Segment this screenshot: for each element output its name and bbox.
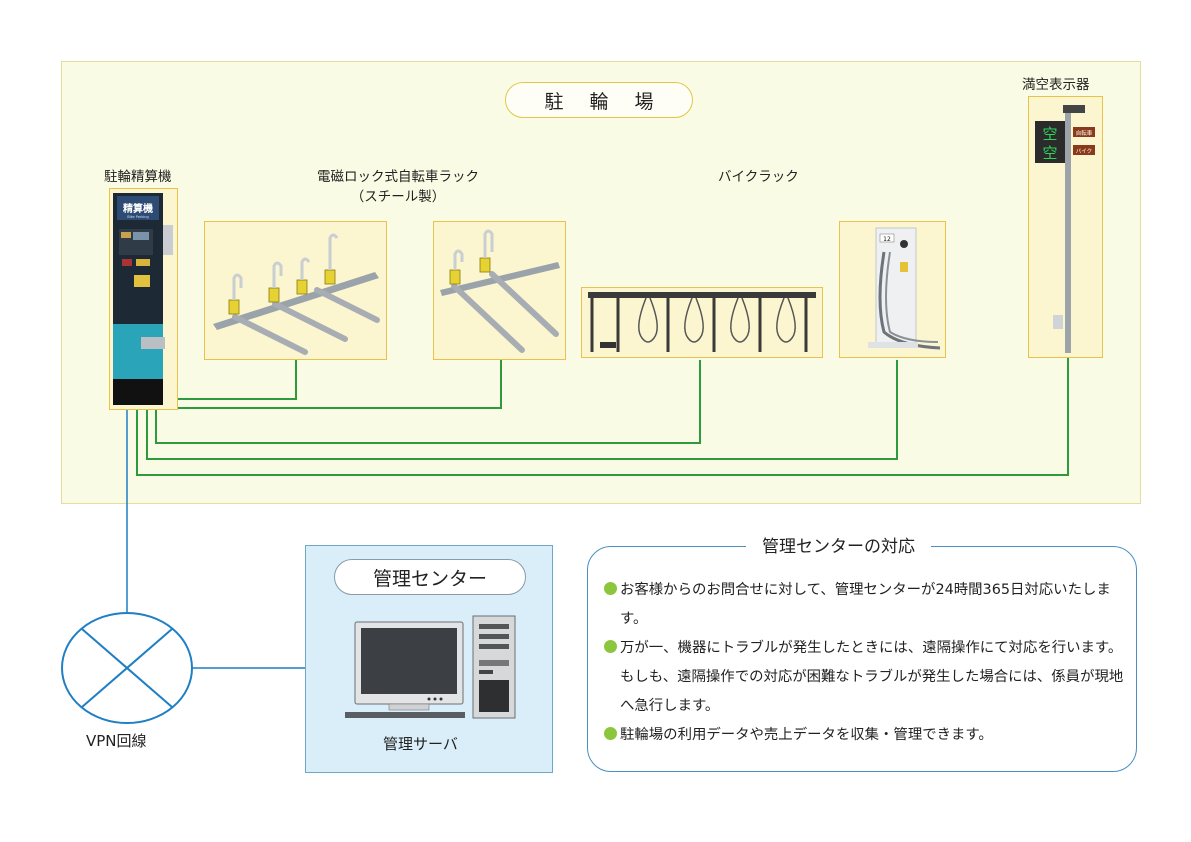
electromagnetic-rack-label: 電磁ロック式自転車ラック （スチール製）	[288, 165, 508, 205]
link-vacancy-display	[136, 358, 1069, 476]
bullet-icon	[604, 640, 617, 653]
bullet-icon	[604, 582, 617, 595]
link-bike-rack	[155, 360, 701, 444]
bullet-icon	[604, 727, 617, 740]
bike-rack-illustration	[588, 292, 816, 352]
support-item: 駐輪場の利用データや売上データを収集・管理できます。	[604, 721, 1124, 750]
vpn-label: VPN回線	[86, 732, 147, 750]
bike-unit-illustration: 12	[868, 227, 941, 350]
bike-rack-label: バイクラック	[718, 169, 799, 185]
parking-title: 駐 輪 場	[505, 82, 693, 118]
electromagnetic-rack-photo-a	[204, 221, 387, 360]
electromagnetic-rack-label-line2: （スチール製）	[350, 189, 446, 205]
support-item: お客様からのお問合せに対して、管理センターが24時間365日対応いたします。	[604, 576, 1124, 634]
link-rack-b	[176, 360, 502, 409]
payment-machine: 精算機 Bike Parking	[109, 188, 178, 410]
vacancy-sign-char-2: 空	[1042, 144, 1057, 162]
support-list: お客様からのお問合せに対して、管理センターが24時間365日対応いたします。 万…	[604, 576, 1124, 750]
electromagnetic-rack-label-line1: 電磁ロック式自転車ラック	[317, 169, 479, 185]
electromagnetic-rack-photo-b	[433, 221, 566, 360]
vacancy-sign-char-1: 空	[1042, 125, 1057, 143]
payment-machine-illustration: 精算機 Bike Parking	[113, 193, 173, 405]
monitor-icon	[345, 621, 465, 718]
computer-tower-icon	[472, 615, 516, 719]
server-label: 管理サーバ	[383, 735, 458, 753]
vacancy-display-illustration: 空 空 自転車 バイク	[1035, 105, 1095, 353]
support-title: 管理センターの対応	[746, 532, 931, 557]
support-item: 万が一、機器にトラブルが発生したときには、遠隔操作にて対応を行います。もしも、遠…	[604, 634, 1124, 721]
rack-a-illustration	[213, 233, 380, 355]
bike-unit-photo: 12	[839, 221, 946, 358]
management-center-title: 管理センター	[334, 559, 526, 595]
vacancy-display-label: 満空表示器	[1022, 77, 1090, 93]
payment-machine-panel-text: 精算機	[123, 202, 153, 215]
vacancy-sign-tag-1: 自転車	[1076, 129, 1093, 137]
bike-rack-photo	[581, 287, 823, 358]
vacancy-display-photo: 空 空 自転車 バイク	[1028, 96, 1103, 358]
bike-unit-number: 12	[883, 236, 891, 243]
rack-b-illustration	[440, 229, 560, 353]
payment-machine-label: 駐輪精算機	[104, 169, 172, 185]
link-rack-a	[178, 360, 297, 400]
vpn-symbol	[61, 612, 193, 724]
vacancy-sign-tag-2: バイク	[1076, 148, 1092, 155]
server-illustration	[345, 615, 516, 719]
payment-machine-panel-sub: Bike Parking	[127, 215, 149, 219]
link-bike-unit	[146, 360, 898, 460]
